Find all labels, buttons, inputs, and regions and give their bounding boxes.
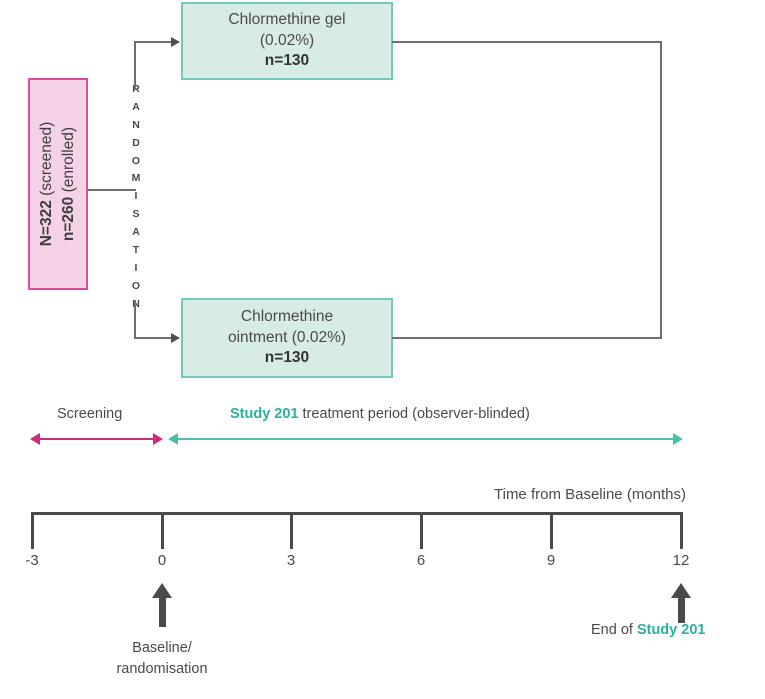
treatment-period-text: treatment period (observer-blinded) — [298, 406, 530, 422]
randomisation-branch-down-horizontal — [134, 337, 172, 339]
axis-tick-label: 6 — [416, 552, 426, 569]
end-of-study-arrow-head — [671, 583, 691, 598]
treatment-period-study-name: Study 201 — [230, 406, 299, 422]
axis-tick — [680, 512, 683, 549]
randomisation-letter: O — [131, 279, 141, 292]
axis-tick — [420, 512, 423, 549]
randomisation-letter: N — [132, 297, 140, 310]
enrolment-enrolled-line: n=260 (enrolled) — [58, 122, 80, 247]
baseline-event-line1: Baseline/ — [132, 640, 192, 656]
arm-ointment-line2: ointment (0.02%) — [227, 328, 347, 346]
axis-tick-label: 9 — [546, 552, 556, 569]
axis-tick — [161, 512, 164, 549]
axis-tick-label: 3 — [286, 552, 296, 569]
screening-arrow-right-head — [153, 432, 163, 445]
enrolment-box: N=322 (screened) n=260 (enrolled) — [28, 78, 88, 290]
arm-gel-line1: Chlormethine gel — [228, 11, 346, 29]
screening-period-label: Screening — [57, 406, 122, 422]
treatment-arrow-shaft — [176, 437, 675, 441]
treatment-period-arrow — [168, 432, 683, 446]
baseline-event-marker — [148, 583, 176, 627]
randomisation-letter: R — [132, 83, 140, 95]
axis-tick — [550, 512, 553, 549]
randomisation-branch-up-vertical — [134, 41, 136, 90]
arm-ointment-line1: Chlormethine — [240, 308, 334, 326]
arm-ointment-n: n=130 — [264, 349, 310, 367]
baseline-arrow-head — [152, 583, 172, 598]
axis-title: Time from Baseline (months) — [494, 486, 686, 503]
enrolment-box-text: N=322 (screened) n=260 (enrolled) — [36, 122, 80, 247]
randomisation-letter: T — [132, 243, 140, 256]
enrolment-connector — [88, 189, 136, 191]
randomisation-letter: I — [134, 261, 138, 274]
time-axis-line — [31, 512, 683, 515]
arm-gel-line2: (0.02%) — [259, 31, 315, 49]
screening-arrow-left-head — [30, 432, 40, 445]
screening-period-arrow — [30, 432, 163, 446]
randomisation-branch-up-horizontal — [134, 41, 172, 43]
treatment-arrow-right-head — [673, 432, 683, 445]
end-of-study-prefix: End of — [591, 622, 637, 638]
arm-gel-n: n=130 — [264, 52, 310, 70]
randomisation-letter: S — [132, 208, 140, 221]
randomisation-letter: A — [132, 100, 140, 113]
randomisation-letter: N — [132, 118, 140, 131]
randomisation-branch-up-arrowhead — [171, 36, 180, 47]
screening-period-text: Screening — [57, 406, 123, 422]
randomisation-label: R A N D O M I S A T I O N — [126, 84, 146, 309]
axis-tick — [290, 512, 293, 549]
enrolment-screened-count: N=322 — [38, 200, 55, 247]
enrolment-screened-line: N=322 (screened) — [36, 122, 58, 247]
randomisation-letter: I — [134, 190, 138, 203]
randomisation-letter: A — [132, 226, 140, 238]
enrolment-enrolled-label: (enrolled) — [60, 126, 77, 197]
arms-join-vertical-line — [660, 41, 662, 339]
gel-arm-outflow-line — [392, 41, 662, 43]
randomisation-branch-down-vertical — [134, 300, 136, 338]
screening-arrow-shaft — [38, 437, 155, 441]
end-of-study-study-name: Study 201 — [636, 622, 706, 638]
randomisation-letter: O — [131, 154, 141, 167]
randomisation-branch-down-arrowhead — [171, 332, 180, 343]
end-of-study-event-label: End of Study 201 — [591, 620, 705, 641]
baseline-event-label: Baseline/ randomisation — [62, 638, 262, 680]
baseline-arrow-shaft — [158, 597, 166, 627]
enrolment-enrolled-count: n=260 — [60, 196, 77, 242]
end-of-study-event-marker — [667, 583, 695, 623]
arm-chlormethine-ointment: Chlormethine ointment (0.02%) n=130 — [181, 298, 393, 378]
arm-chlormethine-gel: Chlormethine gel (0.02%) n=130 — [181, 2, 393, 80]
treatment-arrow-left-head — [168, 432, 178, 445]
axis-tick-label: 0 — [157, 552, 167, 569]
ointment-arm-outflow-line — [392, 337, 662, 339]
treatment-period-label: Study 201 treatment period (observer-bli… — [230, 406, 530, 422]
axis-tick-label: -3 — [25, 552, 39, 569]
enrolment-screened-label: (screened) — [38, 121, 55, 201]
randomisation-letter: M — [131, 172, 141, 185]
end-of-study-arrow-shaft — [677, 597, 685, 623]
randomisation-letter: D — [132, 136, 140, 149]
axis-tick — [31, 512, 34, 549]
baseline-event-line2: randomisation — [116, 661, 208, 678]
axis-tick-label: 12 — [672, 552, 690, 569]
